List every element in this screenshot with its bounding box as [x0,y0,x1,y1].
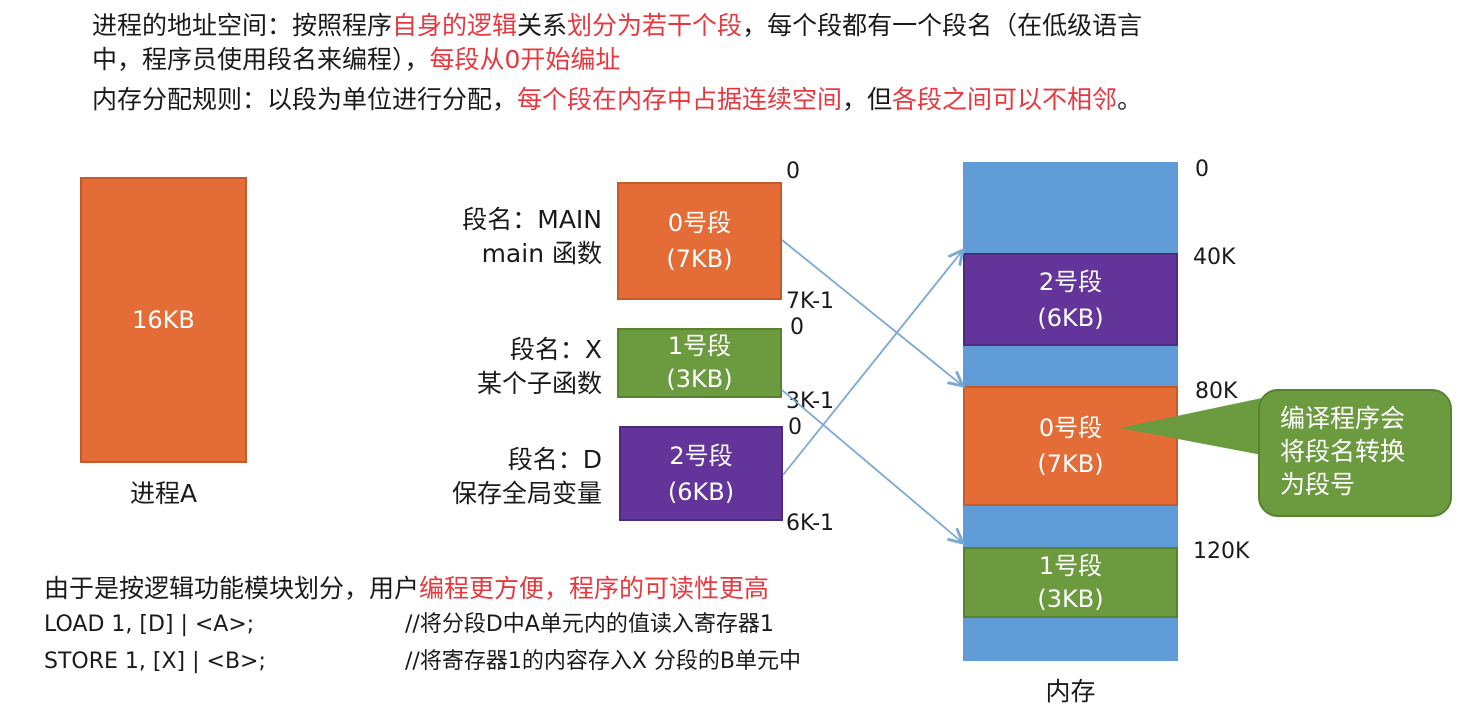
segment-0-title: 0号段 [667,209,732,237]
memory-block-segment-1-title: 1号段 [1038,551,1103,580]
segment-2-name-line-2: 保存全局变量 [451,479,602,508]
arrow-segment-0-to-memory [781,239,963,386]
memory-caption: 内存 [1045,677,1096,706]
code-line-2-instr: STORE 1, [X] | <B>; [44,649,266,674]
segment-0-size: (7KB) [666,245,733,273]
segment-0-box: 0号段 (7KB) [617,182,782,300]
memory-block-segment-2: 2号段 (6KB) [963,253,1178,346]
header-line-1-run-1: 自身的逻辑 [392,11,518,40]
header-line-2-run-1: 每段从0开始编址 [429,45,621,74]
process-a-caption: 进程A [129,479,198,508]
header-line-3-run-0: 内存分配规则：以段为单位进行分配， [92,85,518,114]
segment-1-end: 3K-1 [786,389,835,414]
header-line-3: 内存分配规则：以段为单位进行分配，每个段在内存中占据连续空间，但各段之间可以不相… [92,84,1142,116]
arrow-segment-2-to-memory [782,250,963,476]
callout-text-line-3: 为段号 [1280,470,1356,499]
callout-text-line-2: 将段名转换 [1280,437,1406,466]
code-line-1-comment: //将分段D中A单元内的值读入寄存器1 [405,612,774,637]
segment-2-start: 0 [788,415,802,440]
callout-text-line-1: 编译程序会 [1280,404,1406,433]
memory-address-40k: 40K [1193,245,1236,270]
footer-line-1-run-0: 由于是按逻辑功能模块划分，用户 [44,574,420,603]
segment-0-name-line-2: main 函数 [481,239,602,268]
header-line-1-run-2: 关系 [517,11,568,40]
memory-block-segment-1: 1号段 (3KB) [963,547,1178,618]
process-a-block: 16KB [80,177,247,463]
header-line-3-run-2: ，但 [842,85,893,114]
header-line-1-run-4: ，每个段都有一个段名（在低级语言 [742,11,1143,40]
segment-1-box: 1号段 (3KB) [617,328,782,398]
segment-2-box: 2号段 (6KB) [619,426,783,521]
header-line-3-run-3: 各段之间可以不相邻 [892,85,1118,114]
memory-block-segment-0-size: (7KB) [1037,450,1104,478]
segment-1-name-line-1: 段名：X [509,335,602,364]
segment-2-end: 6K-1 [786,511,835,536]
segment-2-title: 2号段 [669,441,733,470]
memory-block-segment-0: 0号段 (7KB) [963,386,1178,506]
memory-address-0: 0 [1195,157,1209,182]
header-line-1-run-0: 进程的地址空间：按照程序 [92,11,393,40]
segment-0-name-line-1: 段名：MAIN [462,205,602,234]
segment-2-name: 段名：D 保存全局变量 [452,443,602,511]
arrow-segment-1-to-memory [781,389,963,543]
segment-1-title: 1号段 [667,332,732,360]
footer-line-1: 由于是按逻辑功能模块划分，用户编程更方便，程序的可读性更高 [44,573,769,605]
memory-block-segment-2-title: 2号段 [1038,267,1103,296]
header-line-3-run-4: 。 [1117,85,1143,114]
footer-line-1-run-1: 编程更方便，程序的可读性更高 [419,574,770,603]
segment-1-size: (3KB) [666,365,733,393]
process-a-size: 16KB [132,306,195,334]
header-line-2-run-0: 中，程序员使用段名来编程）， [92,45,430,74]
header-line-1-run-3: 划分为若干个段 [567,11,743,40]
segment-1-start: 0 [790,315,804,340]
segment-0-start: 0 [786,159,800,184]
segment-0-end: 7K-1 [786,289,835,314]
memory-address-120k: 120K [1193,539,1250,564]
segment-1-name-line-2: 某个子函数 [476,369,602,398]
memory-block-segment-1-size: (3KB) [1037,584,1104,613]
code-line-1-instr: LOAD 1, [D] | <A>; [44,612,255,637]
header-line-3-run-1: 每个段在内存中占据连续空间 [517,85,843,114]
segment-1-name: 段名：X 某个子函数 [477,333,602,401]
header-line-1: 进程的地址空间：按照程序自身的逻辑关系划分为若干个段，每个段都有一个段名（在低级… [92,10,1142,42]
code-line-2-comment: //将寄存器1的内容存入X 分段的B单元中 [405,649,801,674]
segment-2-name-line-1: 段名：D [507,445,602,474]
memory-block-segment-0-title: 0号段 [1038,414,1103,442]
memory-address-80k: 80K [1195,379,1238,404]
callout-tail [1120,398,1262,457]
memory-block-segment-2-size: (6KB) [1037,303,1104,332]
segment-0-name: 段名：MAIN main 函数 [462,203,602,271]
segment-2-size: (6KB) [667,477,735,506]
header-line-2: 中，程序员使用段名来编程），每段从0开始编址 [92,44,620,76]
callout-bubble: 编译程序会 将段名转换 为段号 [1258,389,1452,517]
